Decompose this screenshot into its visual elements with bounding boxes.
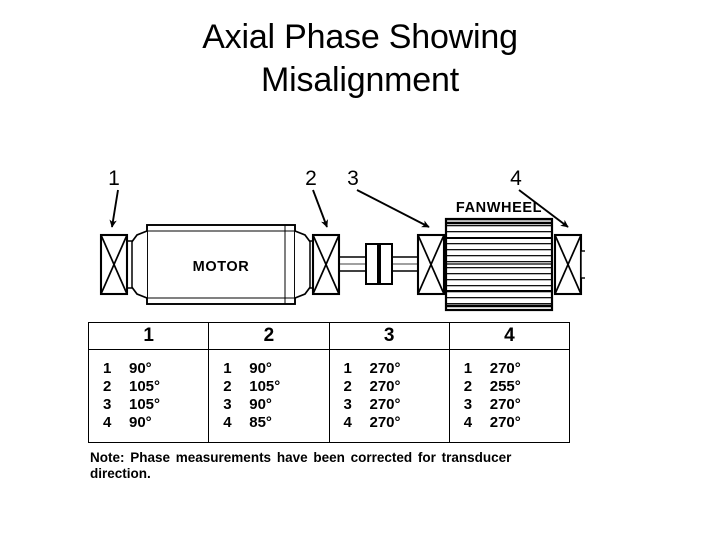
point-index: 1: [343, 360, 352, 377]
phase-entry: 1 270°: [344, 360, 449, 378]
point-index: 2: [223, 378, 232, 395]
page-title-line-2: Misalignment: [261, 61, 459, 99]
bearing-3: [416, 233, 446, 296]
column-header-2: 2: [208, 322, 330, 350]
phase-value: 270°: [489, 396, 521, 413]
callout-label-1: 1: [108, 167, 120, 190]
bearing-4: [553, 233, 585, 296]
phase-cell-bearing-4: 1 270° 2 255° 3 270° 4 270°: [448, 349, 571, 443]
phase-value: 270°: [489, 360, 521, 377]
phase-entry: 3 270°: [464, 396, 569, 414]
point-index: 2: [343, 378, 352, 395]
table-header-row: 1 2 3 4: [87, 322, 571, 350]
phase-value: 90°: [129, 360, 152, 377]
phase-value: 90°: [249, 396, 272, 413]
point-index: 4: [463, 414, 473, 431]
phase-value: 270°: [489, 414, 521, 431]
table-row: 1 90° 2 105° 3 105° 4 90°: [87, 349, 571, 443]
machine-train-diagram: 1 2 3 4 MOTOR FANWHEEL: [85, 165, 585, 315]
phase-entry: 4 85°: [223, 414, 328, 432]
phase-entry: 2 105°: [103, 378, 208, 396]
point-index: 4: [343, 414, 352, 431]
phase-entry: 1 270°: [464, 360, 569, 378]
point-index: 1: [463, 360, 473, 377]
column-header-4: 4: [448, 322, 571, 350]
phase-entry: 4 90°: [103, 414, 208, 432]
callout-label-2: 2: [305, 167, 317, 190]
point-index: 3: [463, 396, 473, 413]
phase-value: 105°: [129, 396, 161, 413]
table-note: Note: Phase measurements have been corre…: [90, 450, 512, 481]
phase-entry: 1 90°: [103, 360, 208, 378]
phase-cell-bearing-3: 1 270° 2 270° 3 270° 4 270°: [328, 349, 450, 443]
phase-value: 105°: [249, 378, 281, 395]
phase-cell-bearing-1: 1 90° 2 105° 3 105° 4 90°: [87, 349, 210, 443]
point-index: 3: [343, 396, 352, 413]
column-header-1: 1: [87, 322, 210, 350]
fanwheel-label: FANWHEEL: [456, 200, 542, 216]
leader-4: [518, 189, 569, 228]
point-index: 1: [223, 360, 232, 377]
point-index: 3: [223, 396, 232, 413]
phase-measurement-table: 1 2 3 4 1 90° 2 105° 3: [87, 322, 571, 443]
phase-value: 85°: [249, 414, 272, 431]
leader-3: [356, 189, 430, 228]
point-index: 3: [103, 396, 112, 413]
motor-label: MOTOR: [193, 259, 250, 275]
phase-entry: 4 270°: [464, 414, 569, 432]
bearing-2: [311, 233, 341, 296]
phase-entry: 1 90°: [223, 360, 328, 378]
point-index: 4: [223, 414, 232, 431]
phase-entry: 3 105°: [103, 396, 208, 414]
phase-entry: 3 90°: [223, 396, 328, 414]
phase-cell-bearing-2: 1 90° 2 105° 3 90° 4 85°: [208, 349, 330, 443]
phase-value: 270°: [369, 360, 401, 377]
phase-value: 90°: [129, 414, 152, 431]
callout-leaders: [109, 189, 569, 228]
phase-value: 255°: [489, 378, 521, 395]
column-header-3: 3: [328, 322, 450, 350]
fanwheel-body: [444, 217, 554, 312]
phase-value: 105°: [129, 378, 161, 395]
point-index: 1: [103, 360, 112, 377]
leader-1: [109, 189, 119, 228]
point-index: 2: [103, 378, 112, 395]
phase-entry: 4 270°: [344, 414, 449, 432]
phase-value: 270°: [369, 396, 401, 413]
callout-label-4: 4: [510, 167, 522, 190]
bearing-1: [99, 233, 129, 296]
phase-entry: 2 270°: [344, 378, 449, 396]
page-title-line-1: Axial Phase Showing: [202, 18, 518, 56]
phase-value: 270°: [369, 378, 401, 395]
coupling: [365, 243, 393, 285]
phase-entry: 3 270°: [344, 396, 449, 414]
phase-entry: 2 105°: [223, 378, 328, 396]
phase-entry: 2 255°: [464, 378, 569, 396]
point-index: 4: [103, 414, 112, 431]
leader-2: [312, 189, 328, 228]
point-index: 2: [463, 378, 473, 395]
phase-value: 90°: [249, 360, 272, 377]
callout-label-3: 3: [347, 167, 359, 190]
page-title: Axial Phase Showing Misalignment: [0, 16, 720, 102]
phase-value: 270°: [369, 414, 401, 431]
